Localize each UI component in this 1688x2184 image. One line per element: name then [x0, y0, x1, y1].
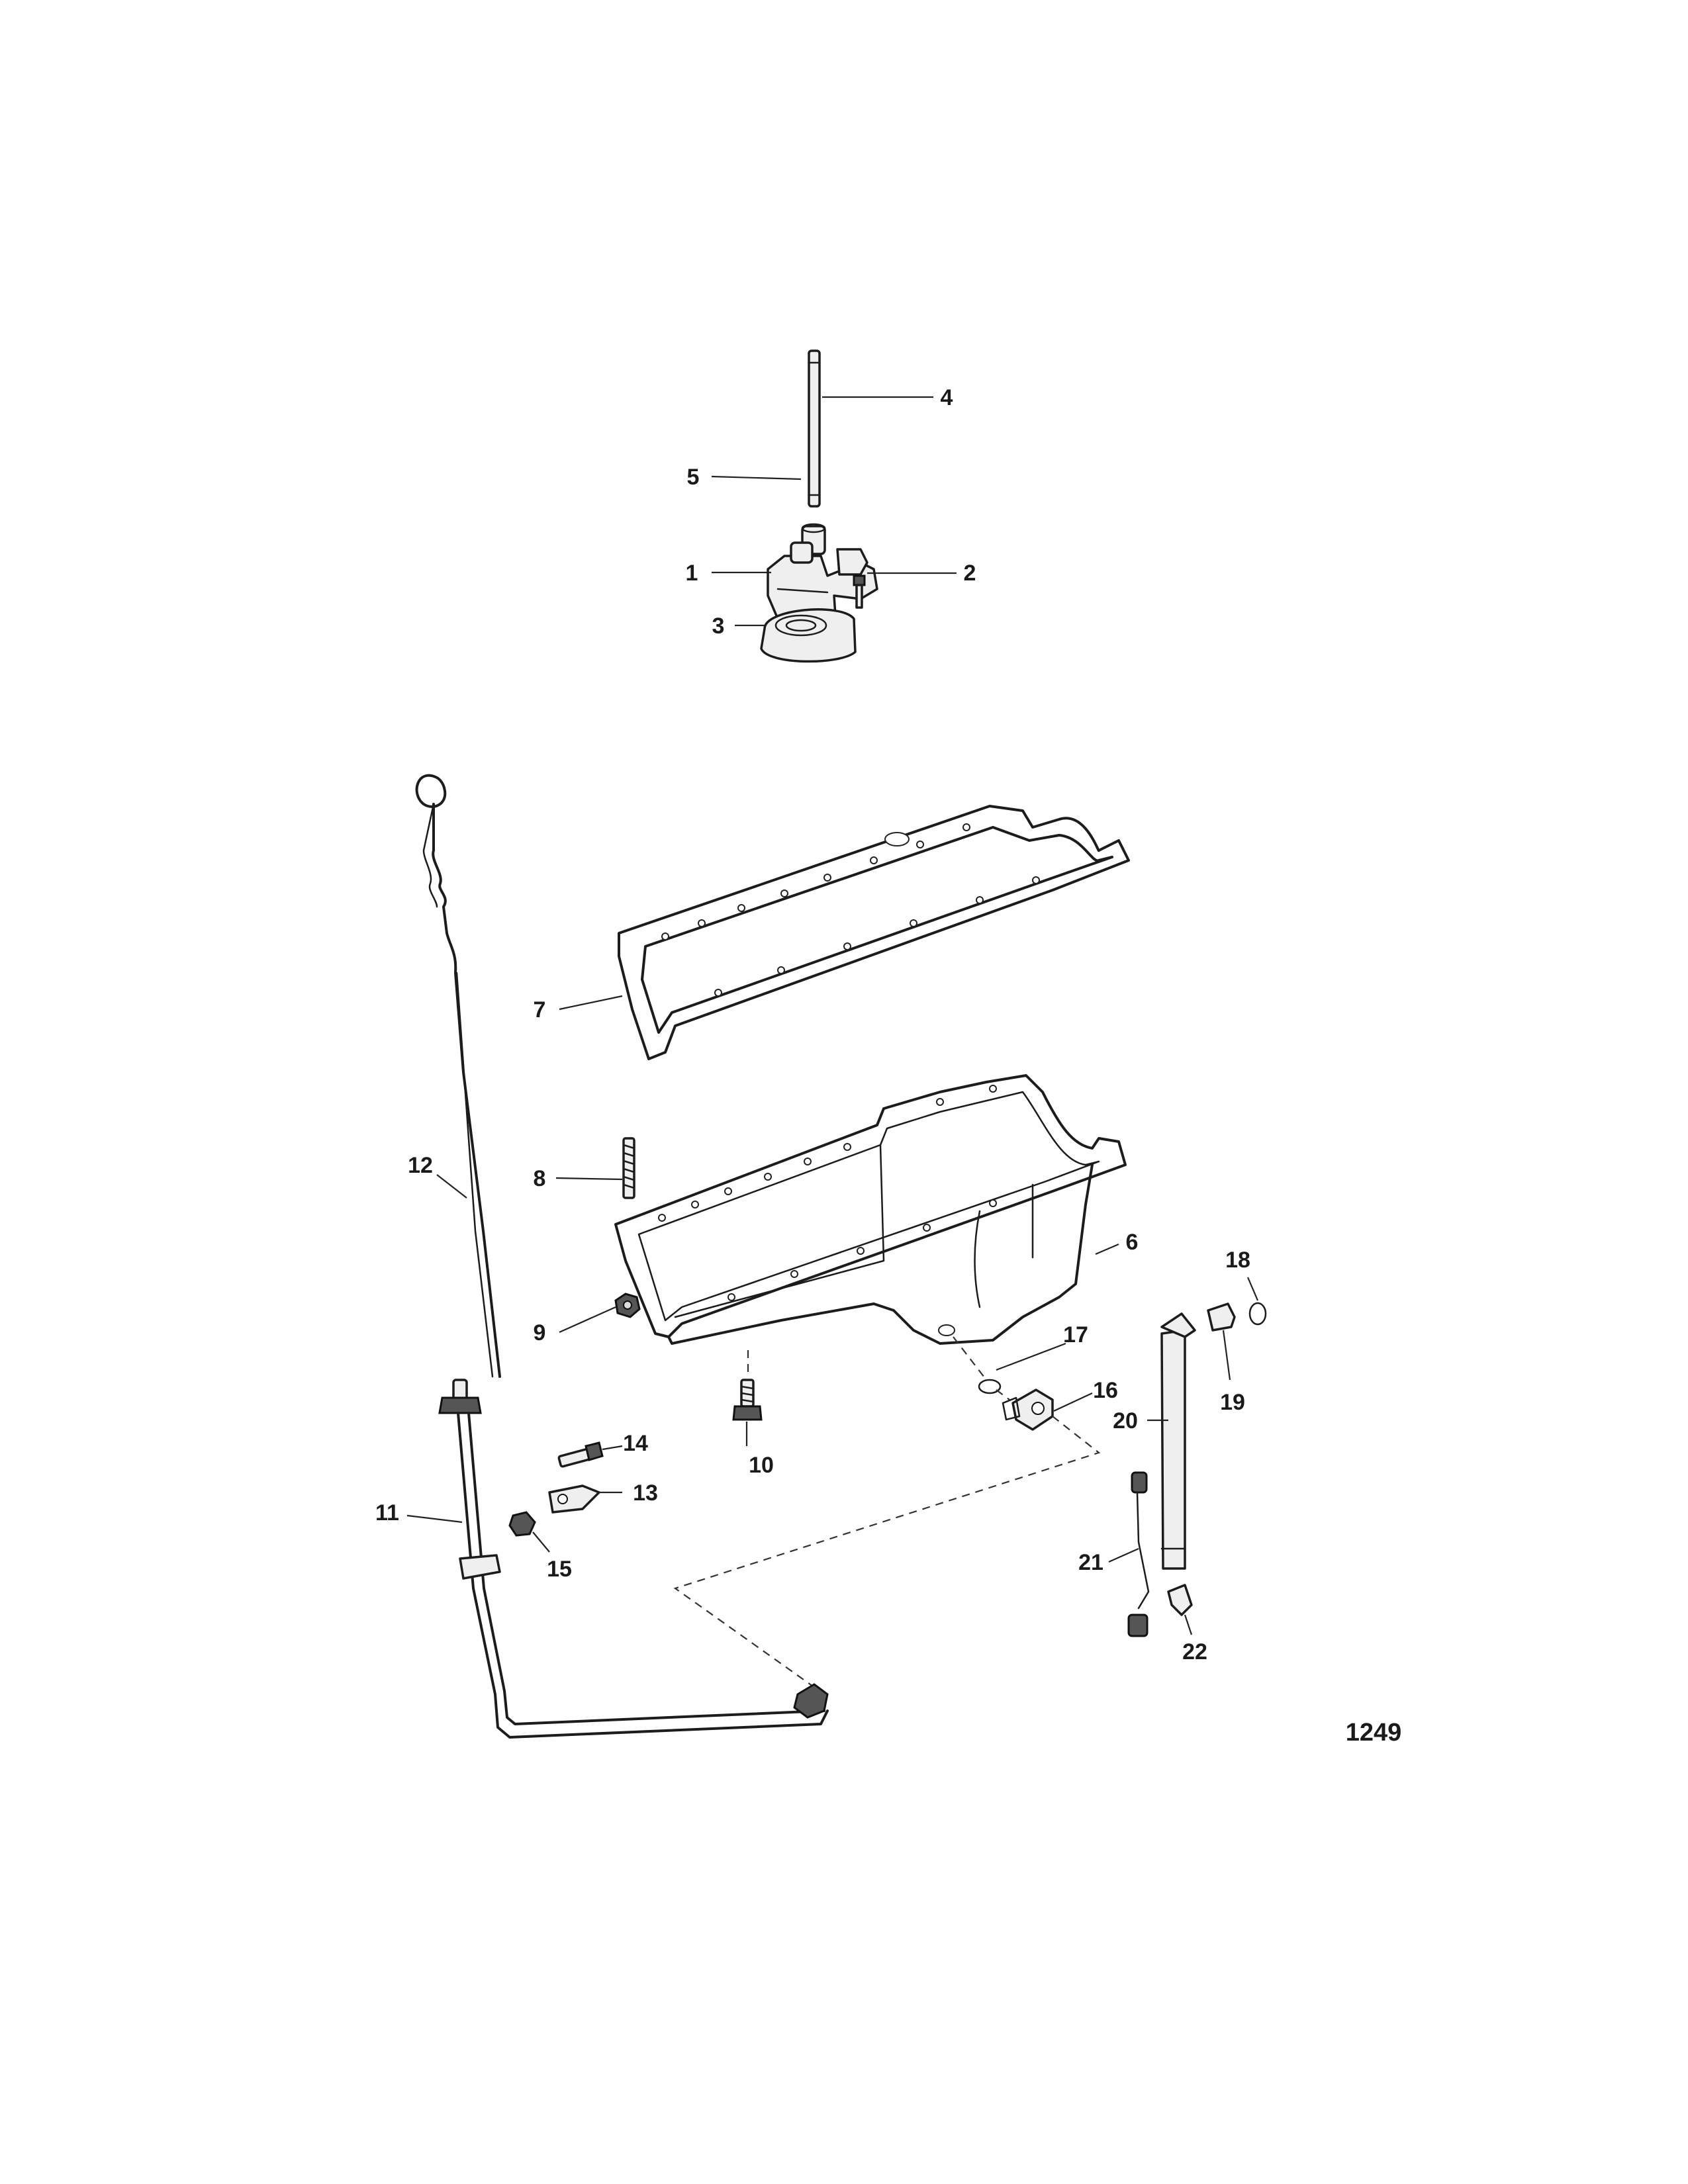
callout-21: 21	[1078, 1550, 1103, 1575]
pump-drive-shaft	[808, 349, 821, 508]
oil-pump-assembly	[760, 349, 878, 663]
drain-fitting	[1002, 1388, 1054, 1431]
hose-fitting	[1207, 1302, 1236, 1332]
oil-dipstick	[415, 774, 501, 1378]
callout-14: 14	[623, 1431, 648, 1456]
bracket-bolt	[557, 1441, 604, 1468]
pan-bolt-holes	[658, 1085, 997, 1301]
callout-11: 11	[375, 1500, 399, 1525]
figure-number: 1249	[1346, 1719, 1402, 1747]
callout-15: 15	[547, 1557, 572, 1582]
callout-4: 4	[941, 385, 953, 410]
callout-8: 8	[534, 1166, 546, 1191]
callout-7: 7	[534, 997, 546, 1023]
callout-10: 10	[749, 1453, 774, 1478]
callout-17: 17	[1063, 1322, 1088, 1347]
oil-pickup-screen	[760, 608, 857, 663]
callout-9: 9	[534, 1320, 546, 1345]
fitting-washer	[1248, 1302, 1267, 1326]
callout-6: 6	[1126, 1230, 1139, 1255]
gasket-bolt-holes	[661, 823, 1040, 997]
callout-labels: 1 2 3 4 5 6 7 8 9 10 11 12 13 14 15 16 1…	[375, 385, 1250, 1664]
callout-19: 19	[1220, 1390, 1245, 1415]
oil-drain-plug	[732, 1379, 763, 1421]
callout-20: 20	[1113, 1408, 1138, 1433]
pump-mounting-bolt	[853, 574, 866, 609]
callout-22: 22	[1182, 1639, 1207, 1664]
callout-13: 13	[633, 1480, 658, 1506]
oil-pump-body	[767, 541, 878, 627]
callout-18: 18	[1225, 1248, 1250, 1273]
dipstick-tube	[438, 1379, 829, 1739]
drain-cable	[1127, 1471, 1150, 1637]
callout-5: 5	[687, 465, 700, 490]
oil-pan-stud	[622, 1137, 635, 1199]
leader-lines	[406, 396, 1259, 1635]
callout-1: 1	[686, 561, 698, 586]
oil-pan-gasket	[618, 805, 1130, 1060]
hose-clamp	[1167, 1584, 1193, 1616]
tube-bracket	[548, 1484, 600, 1514]
callout-16: 16	[1093, 1378, 1118, 1403]
callout-12: 12	[408, 1153, 433, 1178]
fitting-o-ring	[978, 1379, 1002, 1394]
oil-pan-nut	[614, 1293, 641, 1318]
callout-2: 2	[964, 561, 976, 586]
callout-3: 3	[712, 614, 725, 639]
bracket-nut	[508, 1511, 536, 1537]
oil-pan	[614, 1074, 1127, 1345]
drain-hose	[1160, 1312, 1196, 1570]
